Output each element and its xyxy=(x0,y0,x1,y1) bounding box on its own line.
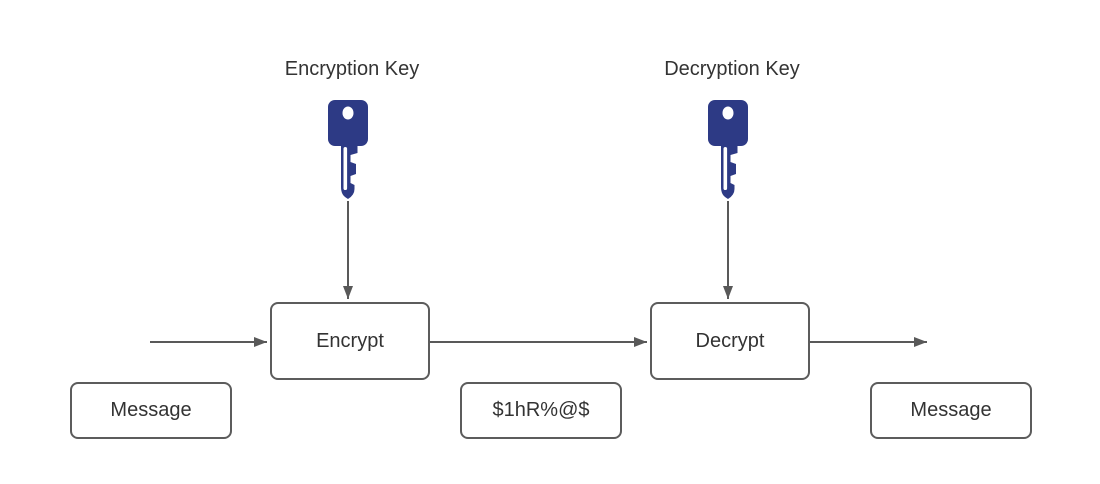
ciphertext-box: $1hR%@$ xyxy=(460,382,622,439)
message-output-label: Message xyxy=(910,399,992,421)
decrypt-box: Decrypt xyxy=(650,302,810,380)
ciphertext-label: $1hR%@$ xyxy=(492,399,590,421)
message-input-label: Message xyxy=(110,399,192,421)
key-icon xyxy=(328,100,368,199)
message-input-box: Message xyxy=(70,382,232,439)
decrypt-box-label: Decrypt xyxy=(695,329,765,352)
encrypt-box-label: Encrypt xyxy=(316,329,384,352)
key-icon xyxy=(708,100,748,199)
encryption-key-label: Encryption Key xyxy=(284,58,420,80)
message-output-box: Message xyxy=(870,382,1032,439)
encrypt-box: Encrypt xyxy=(270,302,430,380)
decryption-key-label: Decryption Key xyxy=(664,58,800,80)
